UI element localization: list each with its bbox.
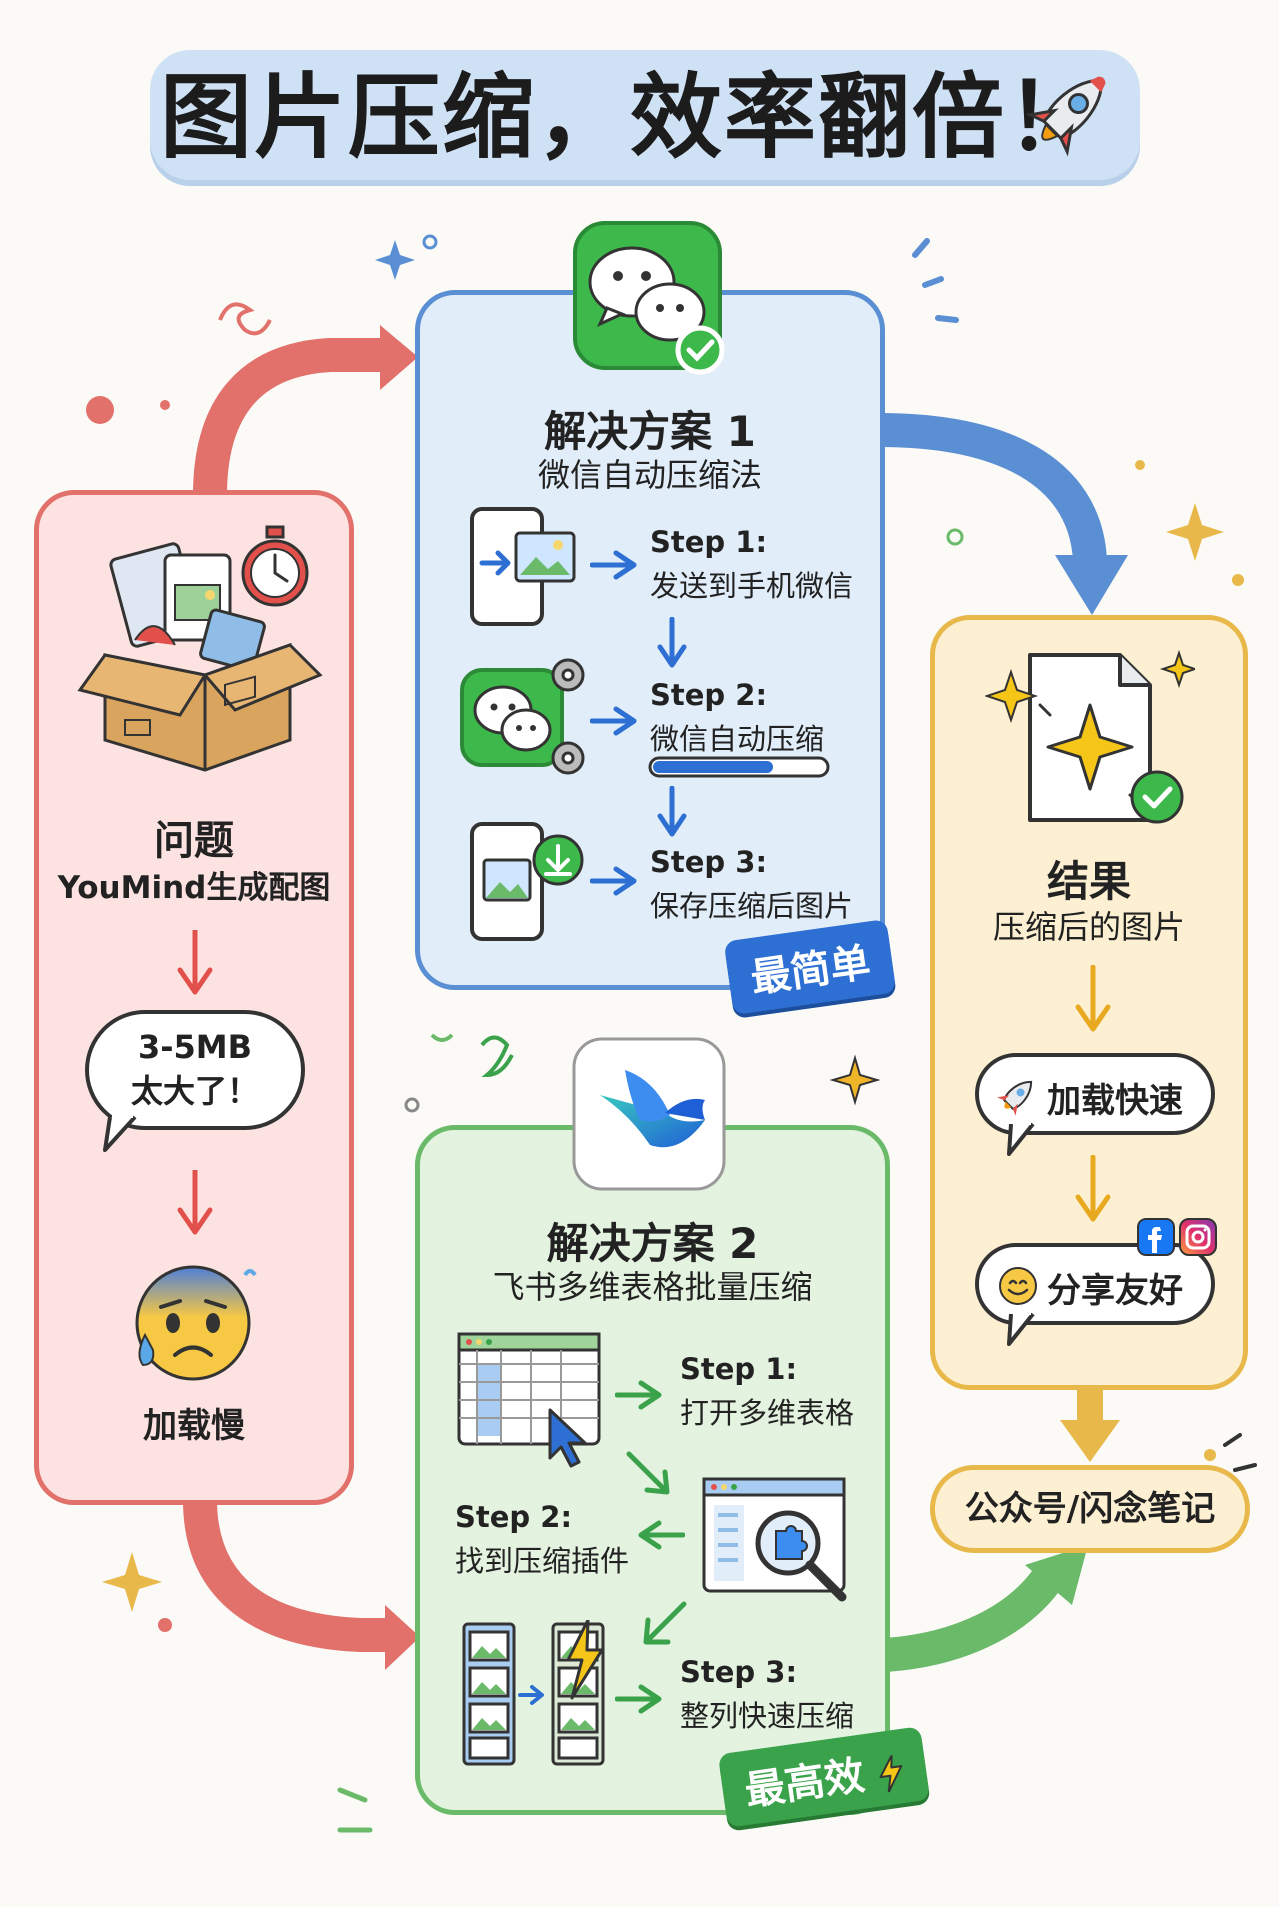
spreadsheet-icon (457, 1332, 601, 1468)
plugin-search-icon (702, 1477, 847, 1602)
arrow-down-icon (657, 617, 687, 668)
page-title: 图片压缩，效率翻倍！ (160, 64, 1101, 171)
solution2-step1-num: Step 1: (680, 1352, 798, 1386)
problem-subheading: YouMind生成配图 (57, 870, 331, 906)
sparkle-decorations (86, 234, 1257, 1833)
bubble-tail (103, 1115, 137, 1152)
title-banner (150, 50, 1140, 180)
arrow-down-icon (1075, 965, 1111, 1032)
solution2-step3-text: 整列快速压缩 (680, 1699, 855, 1733)
arrow-right-icon (590, 550, 637, 580)
bubble-tail (1007, 1312, 1035, 1346)
solution2-step3-num: Step 3: (680, 1655, 798, 1689)
solution2-step2-num: Step 2: (455, 1500, 573, 1534)
badge-most-efficient-label: 最高效 (742, 1752, 868, 1815)
benefit-share-bubble: 分享友好 (975, 1243, 1215, 1325)
bubble-tail (1007, 1122, 1035, 1156)
benefit-fast-text: 加载快速 (1047, 1081, 1183, 1121)
facebook-icon (1137, 1218, 1175, 1256)
anxious-face-icon (135, 1265, 257, 1381)
instagram-icon (1179, 1218, 1217, 1256)
arrow-down-icon (657, 786, 687, 837)
solution1-step3-text: 保存压缩后图片 (650, 889, 854, 923)
smile-icon (999, 1267, 1037, 1305)
solution2-step1-text: 打开多维表格 (680, 1396, 855, 1430)
rocket-icon (997, 1080, 1033, 1116)
size-bubble: 3-5MB 太大了！ (85, 1010, 305, 1130)
badge-most-efficient: 最高效 (717, 1726, 931, 1828)
compress-progress-bar (648, 756, 830, 778)
rocket-icon (1025, 76, 1106, 157)
arrow-right-icon (615, 1684, 662, 1714)
problem-heading: 问题 (154, 818, 234, 864)
wechat-gears-icon (460, 658, 585, 775)
arrow-diagonal-icon (643, 1601, 687, 1645)
feishu-icon (572, 1037, 726, 1191)
stopwatch-icon (241, 525, 309, 607)
benefit-share-text: 分享友好 (1047, 1271, 1183, 1311)
bubble-size-text: 3-5MB (137, 1028, 253, 1066)
arrow-right-icon (590, 706, 637, 736)
box-icon (77, 542, 323, 772)
solution2-step2-text: 找到压缩插件 (455, 1544, 630, 1578)
problem-result-label: 加载慢 (143, 1406, 245, 1446)
result-heading: 结果 (1046, 857, 1131, 906)
wechat-icon (573, 221, 725, 375)
phone-send-image-icon (470, 507, 576, 626)
solution1-step2-num: Step 2: (650, 678, 768, 712)
destination-pill: 公众号/闪念笔记 (930, 1465, 1250, 1553)
arrow-left-icon (638, 1520, 685, 1550)
arrow-right-icon (590, 866, 637, 896)
solution1-step2-text: 微信自动压缩 (650, 722, 825, 756)
solution1-subheading: 微信自动压缩法 (537, 456, 762, 494)
result-subheading: 压缩后的图片 (992, 908, 1185, 946)
bubble-warning-text: 太大了！ (130, 1072, 259, 1110)
solution1-step1-text: 发送到手机微信 (650, 569, 854, 603)
solution1-step1-num: Step 1: (650, 525, 768, 559)
lightning-icon (879, 1754, 903, 1794)
sparkle-document-icon (985, 649, 1195, 824)
batch-compress-icon (462, 1620, 605, 1766)
arrow-right-icon (615, 1380, 662, 1410)
phone-save-image-icon (470, 822, 584, 941)
arrow-down-icon (177, 1170, 213, 1235)
arrow-down-icon (1075, 1155, 1111, 1222)
solution1-heading: 解决方案 1 (544, 407, 756, 456)
arrow-diagonal-icon (626, 1451, 670, 1495)
solution2-subheading: 飞书多维表格批量压缩 (492, 1268, 813, 1306)
solution2-heading: 解决方案 2 (546, 1219, 759, 1268)
solution1-step3-num: Step 3: (650, 845, 768, 879)
arrow-down-icon (177, 930, 213, 995)
